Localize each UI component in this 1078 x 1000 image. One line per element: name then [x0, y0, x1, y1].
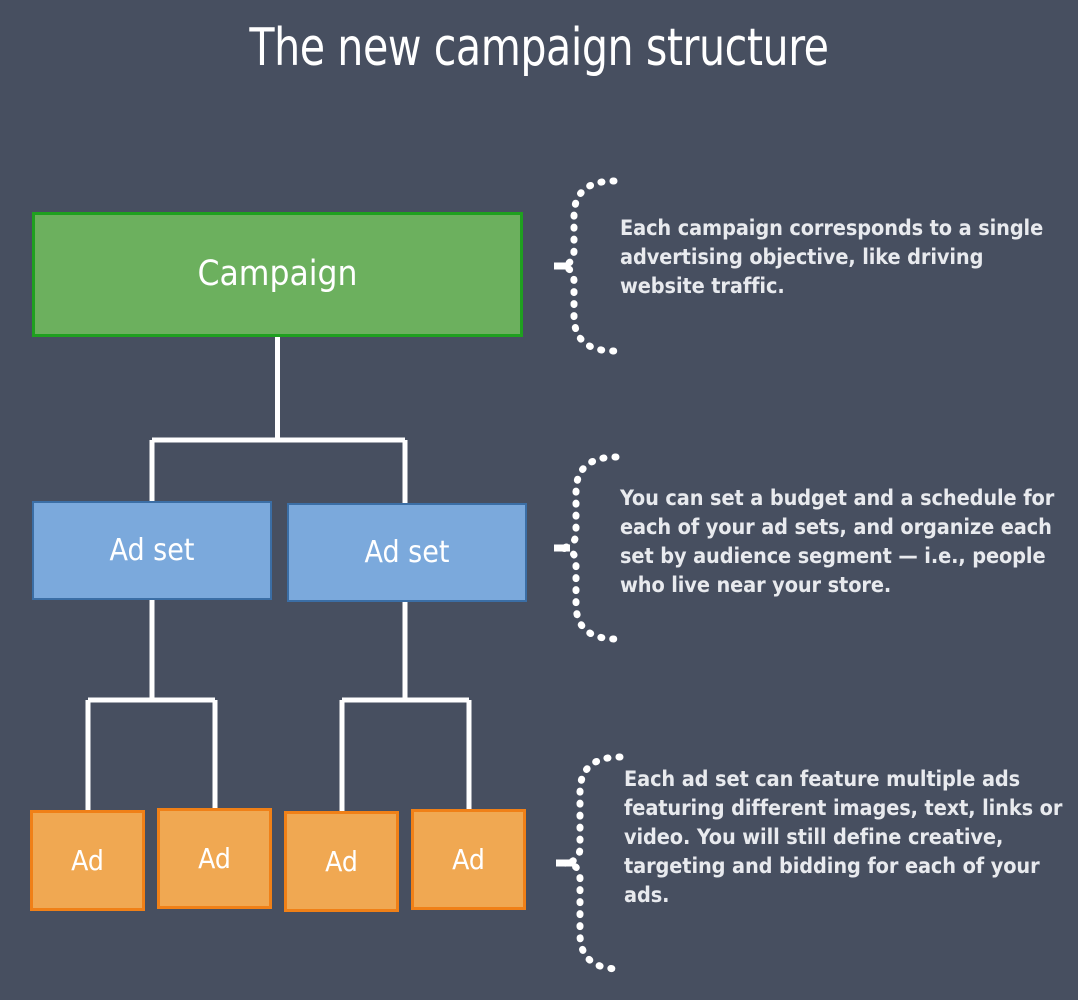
- dotted-brace-icon: [554, 453, 620, 643]
- node-ad-1[interactable]: Ad: [30, 810, 145, 911]
- annotation-ad: Each ad set can feature multiple ads fea…: [552, 752, 1072, 974]
- node-campaign[interactable]: Campaign: [32, 212, 523, 337]
- page-title: The new campaign structure: [249, 18, 829, 78]
- annotation-campaign-text: Each campaign corresponds to a single ad…: [620, 216, 1044, 299]
- node-adset-1[interactable]: Ad set: [32, 501, 272, 600]
- node-adset-2[interactable]: Ad set: [287, 503, 527, 602]
- dotted-brace-icon: [556, 753, 624, 973]
- annotation-adset-text: You can set a budget and a schedule for …: [620, 486, 1055, 598]
- annotation-adset: You can set a budget and a schedule for …: [552, 452, 1072, 644]
- annotation-ad-text: Each ad set can feature multiple ads fea…: [624, 767, 1063, 908]
- annotation-campaign: Each campaign corresponds to a single ad…: [552, 176, 1072, 356]
- node-ad-3[interactable]: Ad: [284, 811, 399, 912]
- dotted-brace-icon: [554, 177, 618, 355]
- node-ad-2[interactable]: Ad: [157, 808, 272, 909]
- node-ad-4[interactable]: Ad: [411, 809, 526, 910]
